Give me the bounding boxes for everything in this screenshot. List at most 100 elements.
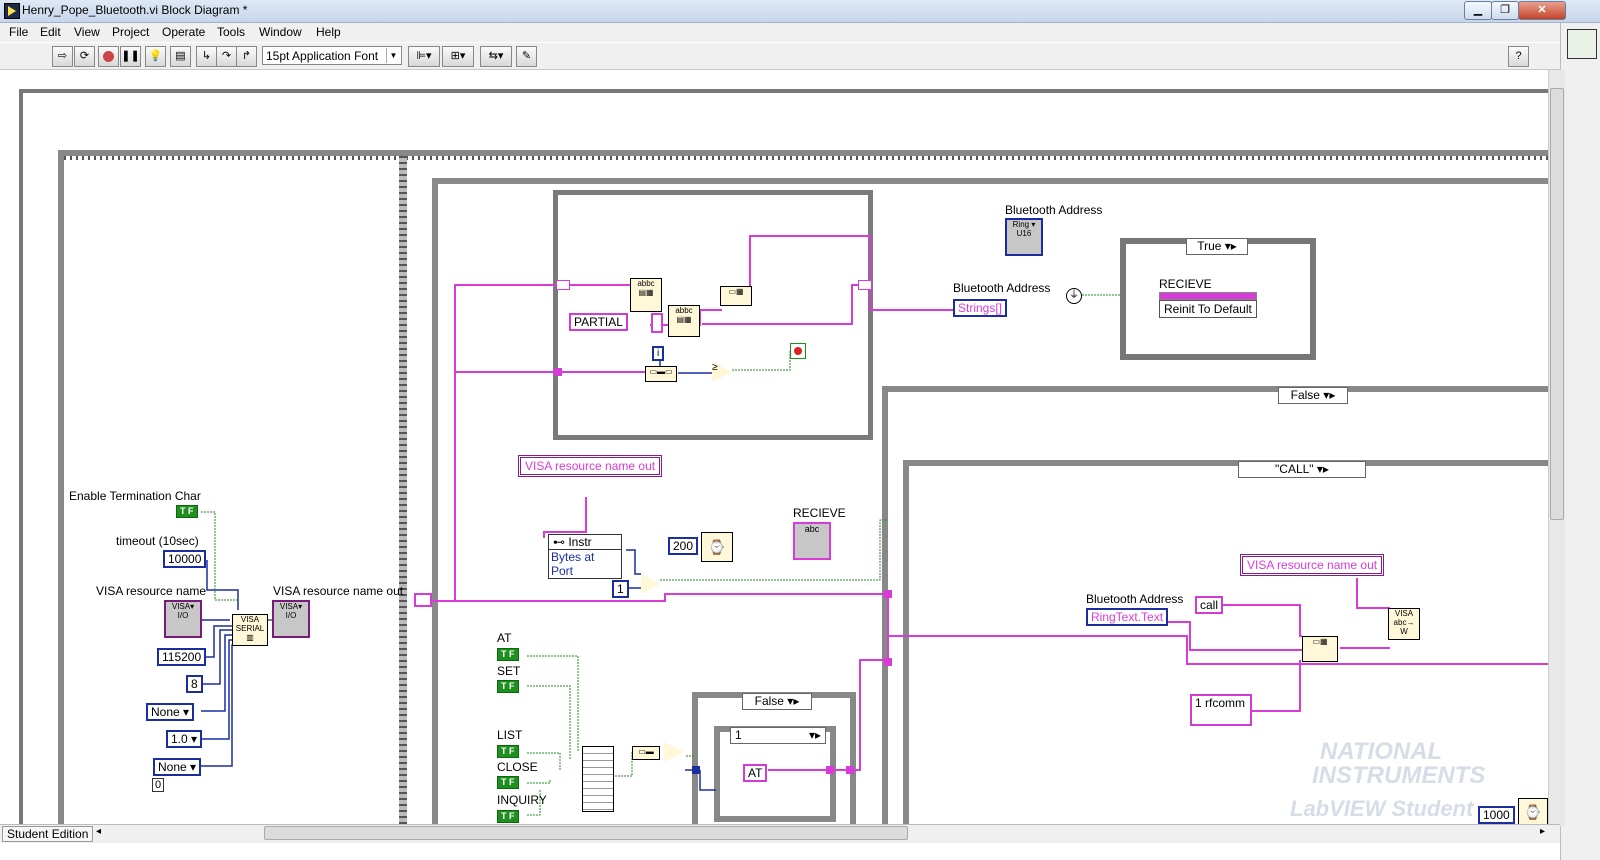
one-constant[interactable]: 1 bbox=[612, 580, 629, 598]
scroll-left-icon[interactable]: ◂ bbox=[96, 826, 102, 837]
right-panel bbox=[1560, 23, 1600, 860]
menu-file[interactable]: File bbox=[9, 25, 29, 39]
pause-icon[interactable]: ❚❚ bbox=[120, 46, 141, 67]
menu-edit[interactable]: Edit bbox=[40, 25, 61, 39]
step-over-icon[interactable]: ↷ bbox=[216, 46, 237, 67]
step-out-icon[interactable]: ↱ bbox=[236, 46, 257, 67]
outer-structure bbox=[19, 89, 1548, 824]
case-selector-true[interactable]: True ▾▸ bbox=[1186, 238, 1248, 255]
distribute-objects-icon[interactable]: ⊞▾ bbox=[442, 46, 474, 67]
rfcomm-string-constant[interactable]: 1 rfcomm bbox=[1190, 694, 1252, 726]
inquiry-button[interactable]: T F bbox=[497, 810, 519, 823]
highlight-execution-icon[interactable]: 💡 bbox=[145, 46, 166, 67]
bluetooth-address-ring[interactable]: Ring ▾U16 bbox=[1005, 218, 1043, 256]
case-selector-lower-inner[interactable]: 1 ▾▸ bbox=[730, 727, 826, 744]
bluetooth-address-label-2: Bluetooth Address bbox=[1086, 592, 1184, 606]
zero-constant[interactable]: 0 bbox=[152, 778, 165, 792]
align-objects-icon[interactable]: ⊫▾ bbox=[408, 46, 440, 67]
enable-termination-label: Enable Termination Char bbox=[69, 489, 201, 503]
call-string-constant[interactable]: call bbox=[1195, 596, 1224, 614]
shift-register-right bbox=[858, 280, 872, 290]
wait-ms-icon[interactable]: ⌚ bbox=[701, 532, 733, 562]
concatenate-strings-node[interactable]: ▭▦ bbox=[1302, 636, 1338, 662]
visa-resource-out-label: VISA resource name out bbox=[273, 584, 404, 598]
build-array-bools[interactable] bbox=[582, 746, 614, 812]
visa-resource-out-local[interactable]: VISA resource name out bbox=[518, 455, 663, 477]
flow-control-enum[interactable]: None ▾ bbox=[153, 758, 202, 776]
student-edition-label: Student Edition bbox=[2, 826, 94, 842]
greater-equal-node[interactable] bbox=[712, 362, 732, 382]
visa-property-node[interactable]: ⊷ Instr Bytes at Port bbox=[548, 534, 622, 579]
string-constant-empty[interactable] bbox=[651, 313, 663, 333]
help-button[interactable]: ? bbox=[1508, 46, 1529, 67]
stop-condition-terminal bbox=[790, 343, 806, 359]
font-select[interactable]: 15pt Application Font ▼ bbox=[262, 46, 402, 65]
baud-rate-constant[interactable]: 115200 bbox=[157, 648, 207, 666]
array-size-node[interactable]: ▭▬▭ bbox=[645, 366, 677, 382]
visa-resource-indicator[interactable]: VISA▾I/O bbox=[272, 600, 310, 638]
recieve-property-label: RECIEVE bbox=[1159, 277, 1212, 291]
menu-tools[interactable]: Tools bbox=[217, 25, 246, 39]
run-arrow-icon[interactable]: ⇨ bbox=[52, 46, 73, 67]
menu-help[interactable]: Help bbox=[316, 25, 341, 39]
at-string-constant[interactable]: AT bbox=[743, 764, 768, 782]
close-button[interactable]: ✕ bbox=[1518, 1, 1566, 20]
enable-termination-constant[interactable]: T F bbox=[176, 505, 198, 518]
run-continuously-icon[interactable]: ⟳ bbox=[74, 46, 95, 67]
set-button[interactable]: T F bbox=[497, 680, 519, 693]
ni-logo-line2: INSTRUMENTS bbox=[1312, 762, 1486, 789]
reorder-icon[interactable]: ⇆▾ bbox=[480, 46, 512, 67]
search-split-string-vi-1[interactable]: abbc▤▦ bbox=[630, 278, 662, 312]
case-selector-false[interactable]: False ▾▸ bbox=[1278, 387, 1348, 404]
greater-than-node[interactable] bbox=[641, 574, 661, 594]
title-bar: Henry_Pope_Bluetooth.vi Block Diagram * … bbox=[0, 0, 1600, 23]
maximize-button[interactable]: ❐ bbox=[1491, 1, 1519, 20]
retain-wire-values-icon[interactable]: ▤ bbox=[170, 46, 191, 67]
parity-enum[interactable]: None ▾ bbox=[146, 703, 195, 721]
build-array-vi[interactable]: ▭▦ bbox=[720, 286, 752, 306]
vertical-scroll-thumb[interactable] bbox=[1550, 88, 1564, 520]
window-title: Henry_Pope_Bluetooth.vi Block Diagram * bbox=[22, 3, 248, 17]
close-bool-button[interactable]: T F bbox=[497, 776, 519, 789]
visa-resource-out-local-2[interactable]: VISA resource name out bbox=[1240, 554, 1385, 576]
case-structure-call bbox=[903, 460, 1548, 824]
strings-property-node[interactable]: Strings[] bbox=[953, 299, 1008, 317]
search-split-string-vi-2[interactable]: abbc▤▦ bbox=[668, 305, 700, 337]
labview-student-edition-watermark: LabVIEW Student Edition bbox=[1290, 796, 1474, 824]
recieve-string-indicator[interactable]: abc bbox=[793, 522, 831, 560]
scroll-right-icon[interactable]: ▸ bbox=[1540, 826, 1546, 837]
toolbar: ⇨ ⟳ ❚❚ 💡 ▤ ↳ ↷ ↱ 15pt Application Font ▼… bbox=[0, 43, 1560, 70]
case-selector-lower[interactable]: False ▾▸ bbox=[742, 693, 812, 710]
visa-resource-control[interactable]: VISA▾I/O bbox=[164, 600, 202, 638]
menu-project[interactable]: Project bbox=[112, 25, 150, 39]
ringtext-property-node[interactable]: RingText.Text bbox=[1086, 608, 1169, 626]
abort-icon[interactable] bbox=[98, 46, 119, 67]
minimize-button[interactable]: ▁ bbox=[1464, 1, 1492, 20]
wait-ms-icon-2[interactable]: ⌚ bbox=[1518, 798, 1548, 824]
iteration-terminal: i bbox=[652, 346, 665, 361]
menu-window[interactable]: Window bbox=[259, 25, 302, 39]
timeout-control[interactable]: 10000 bbox=[163, 550, 207, 568]
list-button[interactable]: T F bbox=[497, 745, 519, 758]
equal-zero-node[interactable] bbox=[664, 742, 684, 762]
stop-bits-enum[interactable]: 1.0 ▾ bbox=[166, 730, 203, 748]
at-label: AT bbox=[497, 631, 512, 645]
wait-200-constant[interactable]: 200 bbox=[668, 537, 699, 555]
boolean-array-to-number[interactable]: ▭▬ bbox=[632, 746, 660, 760]
labview-app-icon bbox=[4, 3, 20, 19]
cleanup-diagram-icon[interactable]: ✎ bbox=[516, 46, 537, 67]
horizontal-scroll-thumb[interactable] bbox=[264, 826, 908, 840]
menu-view[interactable]: View bbox=[74, 25, 100, 39]
thousand-constant[interactable]: 1000 bbox=[1478, 806, 1515, 824]
menu-operate[interactable]: Operate bbox=[162, 25, 206, 39]
block-diagram-canvas[interactable]: True ▾▸ False ▾▸ "CALL" ▾▸ False ▾▸ 1 ▾▸ bbox=[0, 70, 1548, 824]
partial-constant[interactable]: PARTIAL bbox=[569, 313, 628, 331]
at-button[interactable]: T F bbox=[497, 648, 519, 661]
menu-bar: File Edit View Project Operate Tools Win… bbox=[0, 23, 1560, 42]
reinit-to-default-method[interactable]: Reinit To Default bbox=[1159, 300, 1257, 318]
case-selector-call[interactable]: "CALL" ▾▸ bbox=[1238, 461, 1366, 478]
step-into-icon[interactable]: ↳ bbox=[196, 46, 217, 67]
data-bits-constant[interactable]: 8 bbox=[186, 675, 203, 693]
